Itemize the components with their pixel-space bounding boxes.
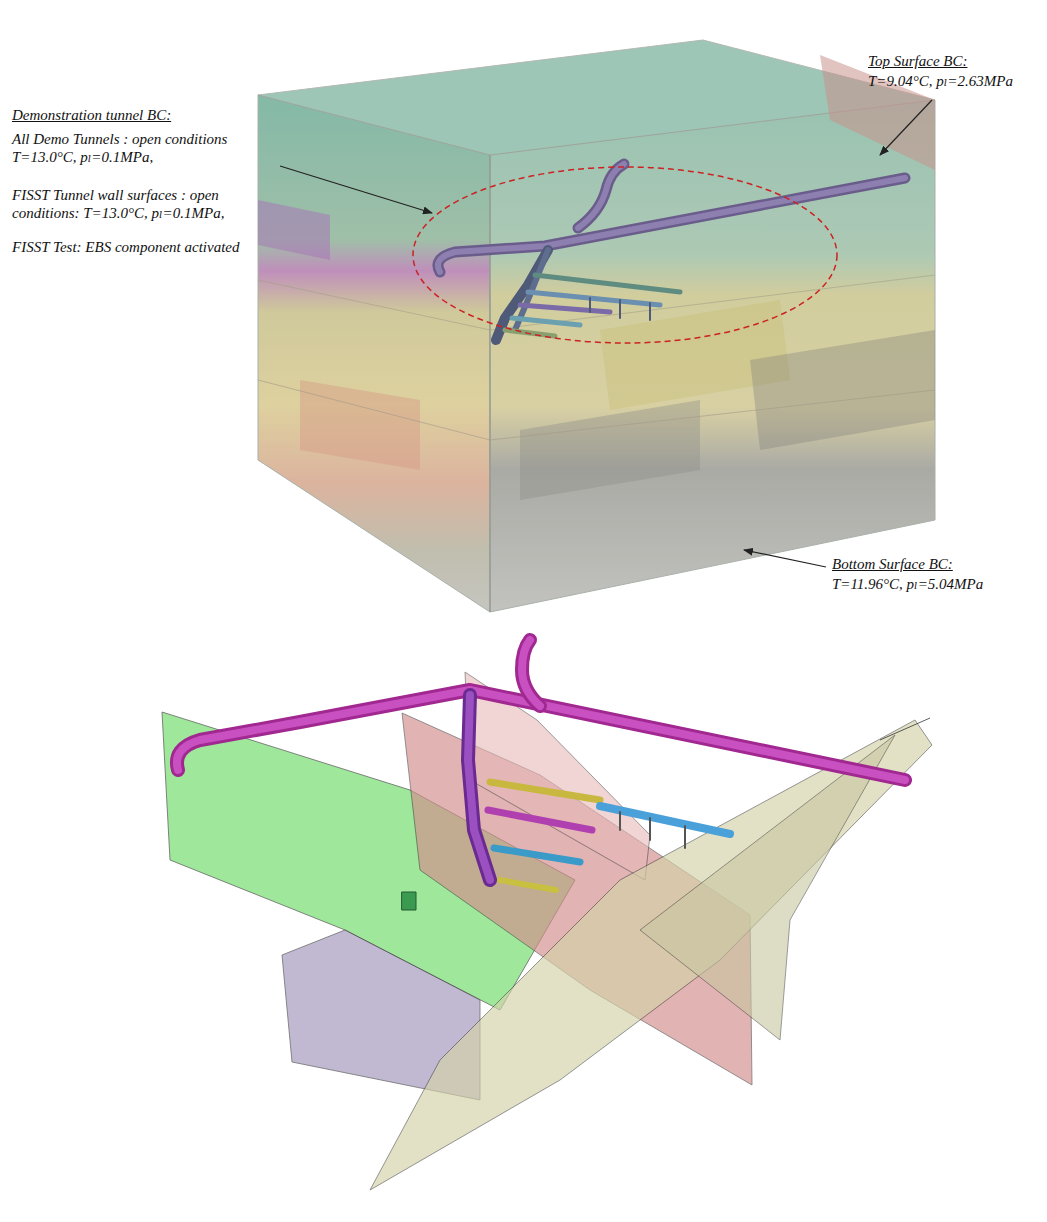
model-block (258, 40, 935, 612)
boundary-note: FISST Test: EBS component activated (12, 238, 239, 256)
note-heading: Top Surface BC: (868, 52, 967, 70)
lower-tunnels (177, 640, 905, 910)
fault-planes (162, 672, 932, 1190)
leader-arrows (280, 100, 932, 567)
upper-tunnels (438, 164, 905, 340)
boundary-note: All Demo Tunnels : open conditions T=13.… (12, 130, 267, 166)
boundary-note: T=11.96°C, pₗ=5.04MPa (832, 575, 983, 593)
boundary-note: T=9.04°C, pₗ=2.63MPa (868, 72, 1013, 90)
note-heading: Demonstration tunnel BC: (12, 106, 171, 124)
boundary-note: FISST Tunnel wall surfaces : open condit… (12, 186, 267, 222)
region-ellipse (413, 167, 837, 343)
note-heading: Bottom Surface BC: (832, 555, 953, 573)
